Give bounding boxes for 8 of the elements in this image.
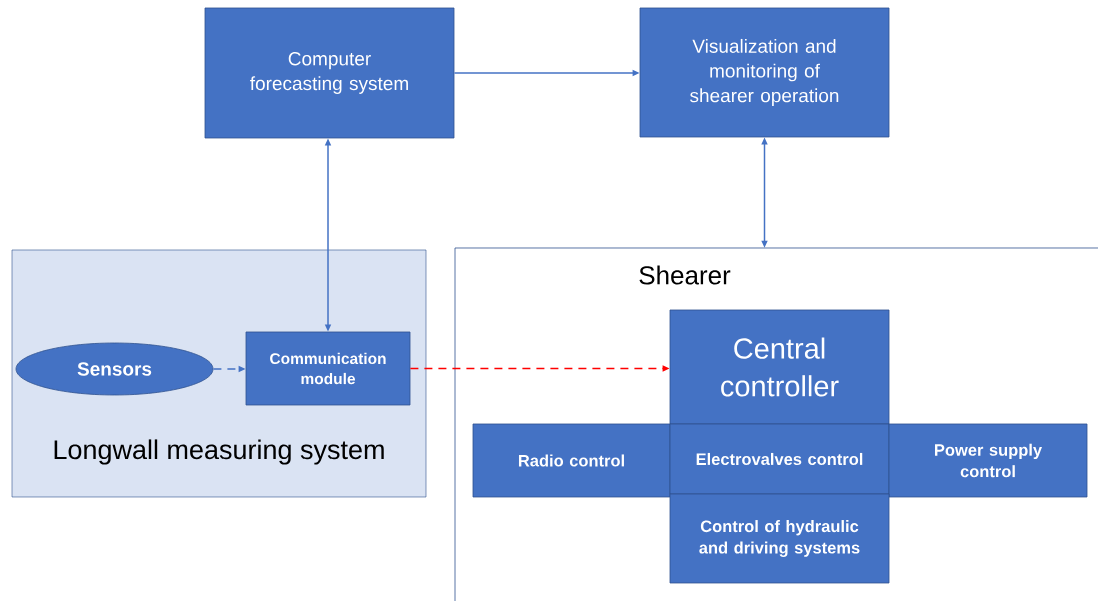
process-box: Power supply control	[888, 423, 1088, 498]
process-box: Communication module	[245, 331, 411, 406]
process-box: Electrovalves control	[669, 423, 890, 495]
process-box: Control of hydraulic and driving systems	[669, 493, 890, 584]
process-box: Central controller	[669, 309, 890, 425]
process-box: Computer forecasting system	[204, 7, 455, 139]
process-box: Visualization and monitoring of shearer operation	[639, 7, 890, 138]
process-box: Radio control	[472, 423, 671, 498]
